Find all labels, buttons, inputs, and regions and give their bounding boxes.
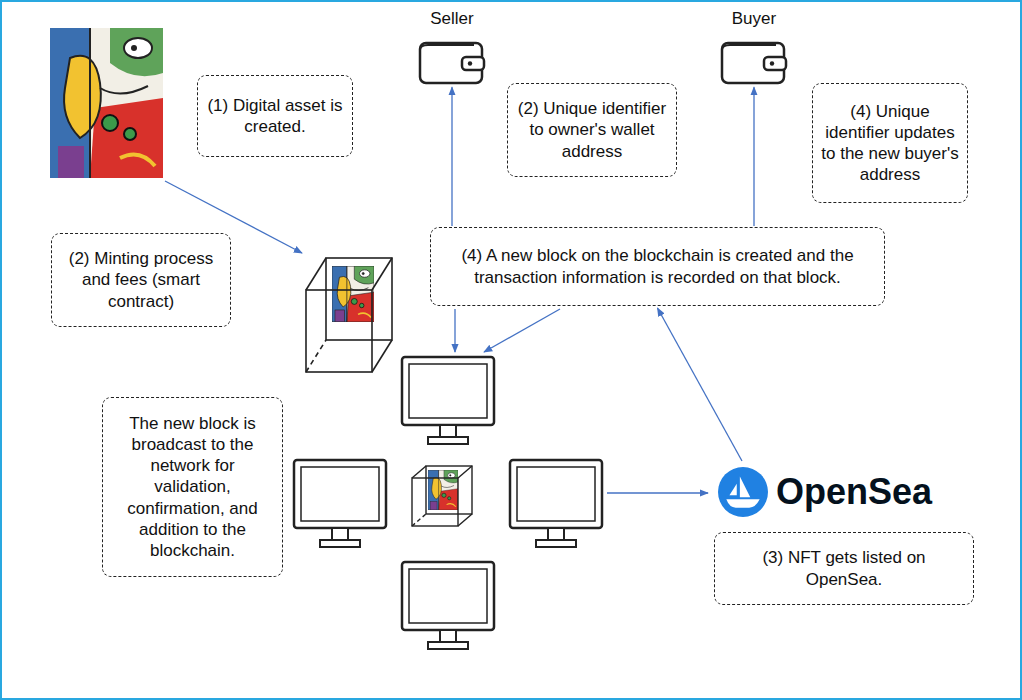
dashed-note-box: (2) Unique identifier to owner's wallet …: [507, 83, 677, 177]
wallet-node: Seller: [410, 8, 494, 85]
note-text: (2) Unique identifier to owner's wallet …: [515, 98, 669, 162]
note-text: (3) NFT gets listed on OpenSea.: [722, 547, 966, 590]
network-computer: [294, 460, 386, 547]
dashed-note-box: (2) Minting process and fees (smart cont…: [51, 233, 231, 327]
flow-arrow: [451, 87, 452, 226]
network-computer: [402, 562, 494, 649]
flow-arrow: [753, 87, 754, 226]
note-text: The new block is broadcast to the networ…: [110, 413, 275, 562]
dashed-note-box: (4) A new block on the blockchain is cre…: [430, 227, 885, 306]
note-text: (2) Minting process and fees (smart cont…: [59, 248, 223, 312]
note-text: (1) Digital asset is created.: [205, 95, 345, 138]
dashed-note-box: (4) Unique identifier updates to the new…: [812, 83, 968, 203]
cube-artwork: [332, 266, 374, 322]
wallet-label: Seller: [430, 8, 473, 29]
network-computer: [510, 460, 602, 547]
flow-arrow: [658, 308, 743, 461]
note-text: (4) A new block on the blockchain is cre…: [438, 245, 877, 288]
dashed-note-box: The new block is broadcast to the networ…: [102, 397, 283, 577]
opensea-icon: [718, 467, 768, 517]
dashed-note-box: (3) NFT gets listed on OpenSea.: [714, 532, 974, 605]
wallet-node: Buyer: [712, 8, 796, 85]
logo-text: OpenSea: [776, 472, 932, 512]
dashed-note-box: (1) Digital asset is created.: [197, 75, 353, 157]
wallet-label: Buyer: [732, 8, 776, 29]
cube-artwork: [428, 470, 458, 510]
opensea-logo: OpenSea: [712, 462, 962, 522]
note-text: (4) Unique identifier updates to the new…: [820, 101, 960, 186]
wallet-icon: [720, 41, 788, 85]
nft-cube: [306, 258, 392, 372]
block-arrow: [484, 309, 560, 352]
block-arrow: [454, 309, 455, 352]
network-computer: [402, 357, 494, 444]
digital-artwork: [50, 28, 163, 178]
wallet-icon: [418, 41, 486, 85]
listing-arrow: [607, 492, 708, 493]
network-cube: [412, 466, 472, 526]
